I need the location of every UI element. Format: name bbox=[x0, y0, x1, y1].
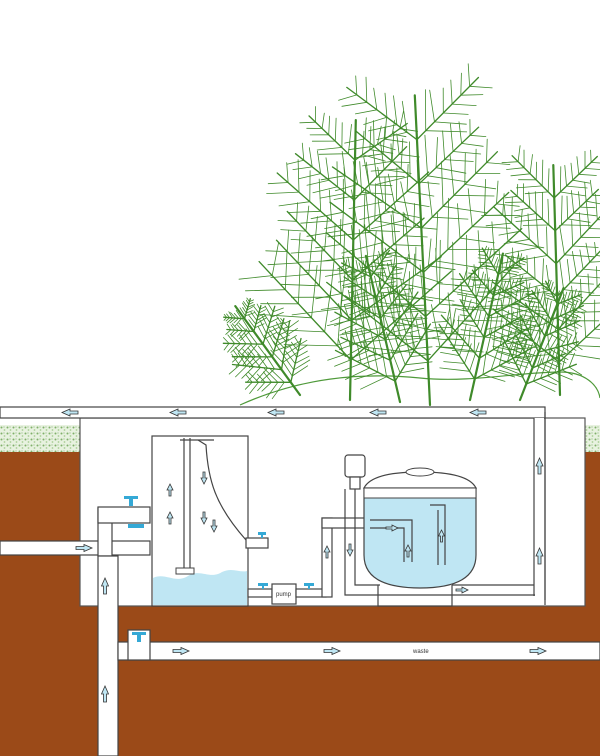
flow-arrow bbox=[100, 577, 110, 595]
skimmer-water bbox=[153, 569, 247, 605]
skimmer-tank bbox=[124, 435, 269, 607]
flow-arrow bbox=[61, 408, 79, 417]
return-flow-arrows bbox=[535, 457, 544, 565]
pump-valve[interactable] bbox=[258, 583, 268, 589]
waste-pipe: waste bbox=[117, 629, 600, 661]
flow-arrow bbox=[210, 519, 218, 533]
flow-arrow bbox=[75, 543, 93, 553]
flow-arrow bbox=[323, 646, 341, 656]
flow-arrow bbox=[535, 457, 544, 475]
flow-arrow bbox=[169, 408, 187, 417]
surface-flow-arrows bbox=[61, 408, 487, 417]
pump: pump bbox=[247, 583, 327, 605]
flow-arrow bbox=[529, 646, 547, 656]
filter-body bbox=[363, 487, 477, 589]
flow-arrow bbox=[535, 547, 544, 565]
flow-arrow bbox=[323, 545, 331, 559]
flow-arrow bbox=[100, 685, 110, 703]
flow-arrow bbox=[200, 471, 208, 485]
weir-plate bbox=[197, 439, 247, 541]
flow-arrow bbox=[437, 529, 446, 543]
flow-arrow bbox=[267, 408, 285, 417]
sand-filter bbox=[363, 467, 477, 607]
flow-arrow bbox=[469, 408, 487, 417]
filter-loop-pipe bbox=[344, 489, 535, 596]
gravel-left bbox=[0, 425, 80, 452]
soil-bottom bbox=[118, 660, 600, 756]
flow-arrow bbox=[404, 544, 412, 558]
flow-arrow bbox=[172, 646, 190, 656]
flow-arrow bbox=[200, 511, 208, 525]
flow-arrow bbox=[346, 543, 354, 557]
flow-arrow bbox=[385, 524, 399, 532]
pump-outlet-valve[interactable] bbox=[304, 583, 314, 589]
inlet-valve[interactable] bbox=[124, 496, 144, 528]
gravel-right bbox=[585, 425, 600, 452]
tree bbox=[222, 63, 600, 407]
lawn-mound bbox=[239, 371, 600, 406]
flow-arrow bbox=[166, 483, 174, 497]
flow-arrow bbox=[455, 586, 469, 594]
drain-riser-pipe bbox=[97, 555, 119, 756]
flow-arrow bbox=[166, 511, 174, 525]
waste-label: waste bbox=[412, 649, 429, 655]
flow-arrow bbox=[369, 408, 387, 417]
pump-label: pump bbox=[276, 592, 292, 598]
soil-under-chamber bbox=[80, 605, 585, 642]
waste-valve[interactable] bbox=[132, 632, 146, 642]
inlet-pipe bbox=[0, 506, 151, 557]
skimmer-valve[interactable] bbox=[258, 532, 266, 538]
